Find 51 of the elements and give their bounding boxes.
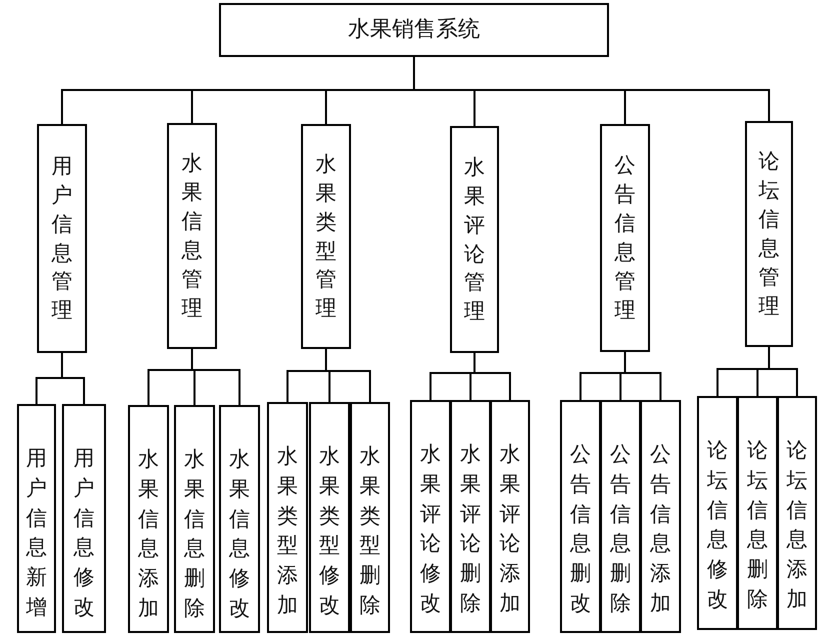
connector-line — [624, 352, 662, 400]
module-box — [301, 124, 351, 349]
function-box — [697, 396, 738, 630]
module-label: 水果类型修改 — [319, 443, 340, 620]
module-label: 用户信息修改 — [74, 445, 94, 622]
module-box — [37, 124, 87, 353]
module-label: 论坛信息删除 — [747, 437, 768, 614]
module-box — [450, 126, 499, 353]
module-label: 论坛信息管理 — [758, 148, 780, 320]
module-label: 论坛信息添加 — [786, 437, 808, 614]
module-label: 公告信息管理 — [614, 152, 636, 324]
module-box — [745, 121, 793, 347]
function-box — [219, 405, 260, 633]
module-box — [167, 123, 217, 349]
function-box — [737, 396, 778, 630]
function-box — [267, 402, 308, 633]
function-box — [777, 396, 817, 630]
module-box — [600, 124, 650, 352]
module-label: 水果类型删除 — [360, 443, 380, 620]
module-label: 水果信息管理 — [182, 150, 202, 322]
function-box — [410, 400, 451, 633]
root-box — [219, 3, 609, 57]
function-box — [490, 400, 530, 633]
module-label: 公告信息删除 — [610, 441, 631, 618]
module-label: 水果评论管理 — [464, 154, 485, 326]
function-box — [17, 404, 56, 633]
module-label: 水果评论删除 — [460, 441, 481, 618]
connector-line — [413, 57, 770, 121]
function-box — [309, 402, 350, 633]
module-label: 水果类型添加 — [277, 443, 298, 620]
function-box — [600, 400, 641, 633]
module-label: 水果类型管理 — [316, 150, 336, 322]
module-label: 用户信息新增 — [26, 445, 47, 622]
module-label: 论坛信息修改 — [707, 437, 728, 614]
module-label: 水果信息添加 — [138, 446, 159, 622]
function-box — [62, 404, 106, 633]
module-label: 水果信息删除 — [184, 446, 205, 622]
module-label: 公告信息删改 — [570, 441, 591, 618]
module-label: 水果信息修改 — [229, 446, 250, 622]
function-box — [450, 400, 491, 633]
module-label: 公告信息添加 — [650, 441, 671, 618]
function-box — [350, 402, 390, 633]
connector-line — [474, 353, 511, 400]
function-box — [128, 405, 169, 633]
function-box — [560, 400, 601, 633]
module-label: 用户信息管理 — [52, 152, 72, 324]
module-label: 水果评论修改 — [420, 441, 441, 618]
function-box — [640, 400, 681, 633]
module-label: 水果评论添加 — [500, 441, 520, 618]
system-title: 水果销售系统 — [348, 16, 480, 44]
function-box — [174, 405, 215, 633]
